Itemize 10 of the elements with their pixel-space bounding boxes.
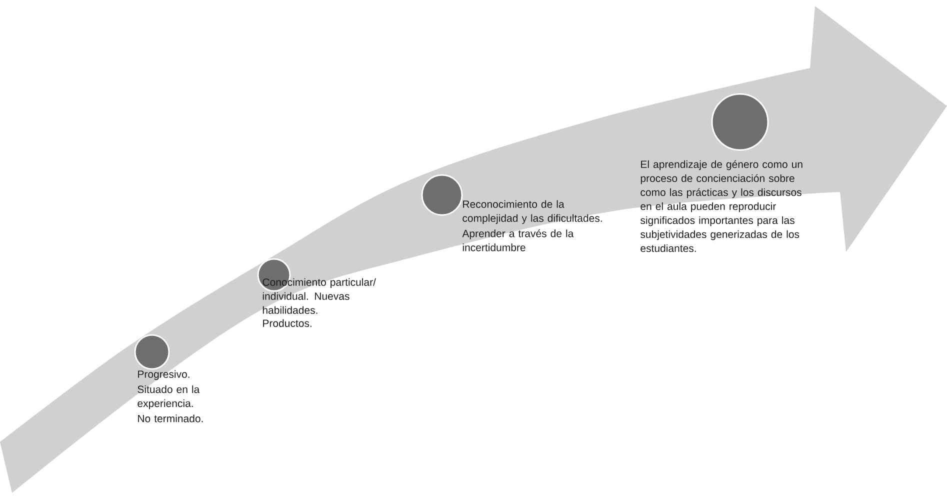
- circle-marker: [421, 174, 463, 216]
- step-text: Progresivo.: [138, 370, 190, 380]
- step-text: Productos.: [263, 319, 312, 328]
- step-text: Aprender a través de la incertidumbre: [462, 229, 574, 252]
- step-text: Reconocimiento de la complejidad y las dificultades.: [462, 200, 602, 224]
- step-text: Situado en la experiencia.: [138, 385, 200, 410]
- circle-marker: [711, 93, 769, 151]
- step-text: El aprendizaje de género como un proceso de concienciación sobre como las prácticas y los discursos en el aula pueden reproducir significados importantes para las subjetividades generizadas de los estudiantes.: [640, 160, 802, 252]
- step-text: No terminado.: [138, 414, 203, 422]
- circle-marker: [134, 334, 170, 370]
